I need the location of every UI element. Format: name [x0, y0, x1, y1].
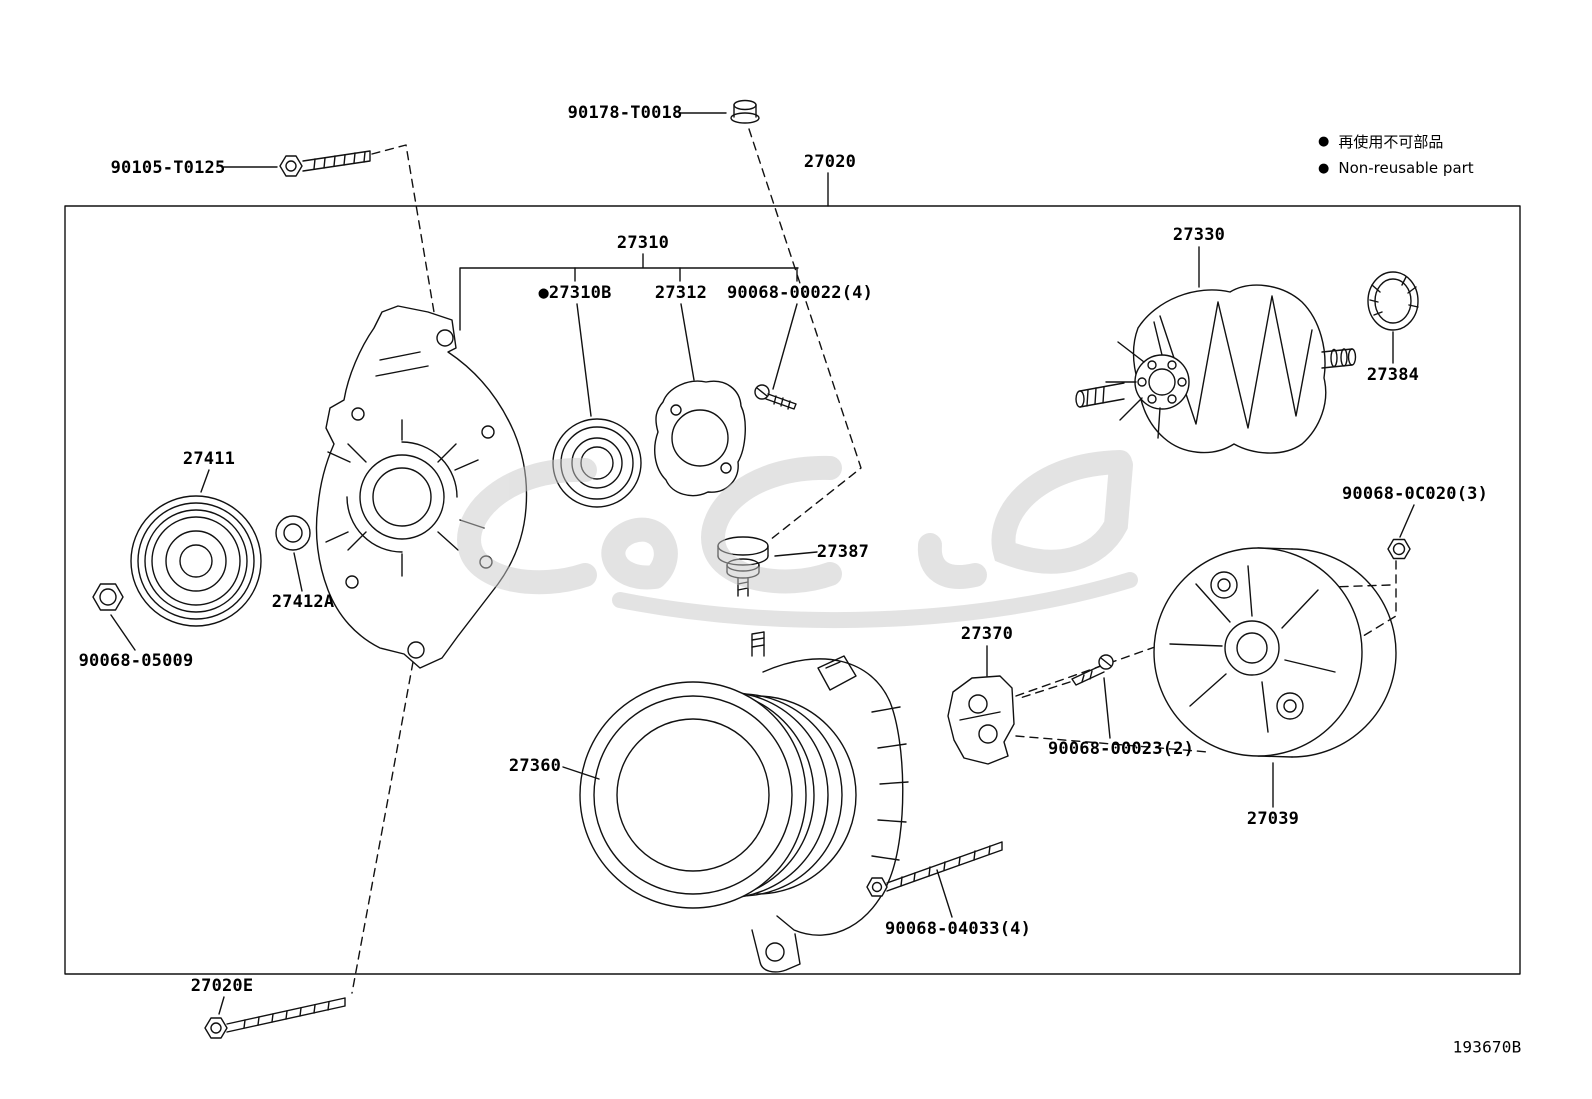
legend-row-jp: ● 再使用不可部品 — [1318, 131, 1474, 152]
stator-27360-drawing — [579, 631, 909, 973]
nut-90178-T0018 — [730, 99, 760, 124]
part-label-90068-00023: 90068-00023(2) — [1047, 739, 1195, 759]
retainer-plate-27312-drawing — [654, 380, 746, 497]
bolt-90068-04033-drawing — [866, 841, 1003, 897]
part-label-90178-T0018: 90178-T0018 — [567, 103, 683, 123]
nut-90068-05009-drawing — [92, 583, 124, 611]
screw-90068-00022-drawing — [754, 384, 797, 410]
non-reusable-bullet-icon: ● — [1318, 134, 1330, 149]
screw-90068-00023-drawing — [1071, 654, 1114, 686]
nut-90068-0C020-drawing — [1387, 538, 1411, 560]
watermark — [457, 450, 1138, 629]
part-label-27412A: 27412A — [271, 592, 335, 612]
bolt-90105-T0125 — [279, 150, 371, 177]
part-label-27387: 27387 — [816, 542, 870, 562]
part-label-90068-0C020: 90068-0C020(3) — [1341, 484, 1489, 504]
pulley-27411-drawing — [130, 495, 262, 627]
diagram-code: 193670B — [1452, 1037, 1522, 1057]
brush-holder-27370-drawing — [947, 675, 1015, 765]
part-label-90068-00022: 90068-00022(4) — [726, 283, 874, 303]
bolt-27020E-drawing — [204, 997, 346, 1039]
rotor-27330-drawing — [1075, 284, 1357, 454]
washer-27412A-drawing — [275, 515, 311, 551]
part-label-27370: 27370 — [960, 624, 1014, 644]
part-label-27310: 27310 — [616, 233, 670, 253]
part-label-27020E: 27020E — [190, 976, 254, 996]
leader-lines — [110, 112, 1415, 1015]
part-label-27039: 27039 — [1246, 809, 1300, 829]
front-bracket-drawing — [315, 305, 528, 669]
part-label-27310B: ●27310B — [538, 283, 612, 303]
part-label-27360: 27360 — [508, 756, 562, 776]
non-reusable-bullet-icon: ● — [1318, 160, 1330, 176]
part-label-27330: 27330 — [1172, 225, 1226, 245]
legend-text-jp: 再使用不可部品 — [1338, 133, 1444, 151]
legend-row-en: ● Non-reusable part — [1318, 159, 1474, 177]
part-label-27020: 27020 — [803, 152, 857, 172]
rear-cover-27039-drawing — [1153, 547, 1397, 758]
ring-27384-drawing — [1367, 271, 1419, 331]
legend-text-en: Non-reusable part — [1338, 159, 1474, 177]
part-label-27312: 27312 — [654, 283, 708, 303]
part-label-27411: 27411 — [182, 449, 236, 469]
part-label-90068-04033: 90068-04033(4) — [884, 919, 1032, 939]
legend: ● 再使用不可部品 ● Non-reusable part — [1318, 131, 1474, 184]
diagram-border — [64, 205, 1521, 975]
part-label-27384: 27384 — [1366, 365, 1420, 385]
part-label-90105-T0125: 90105-T0125 — [110, 158, 226, 178]
part-label-90068-05009: 90068-05009 — [78, 651, 194, 671]
